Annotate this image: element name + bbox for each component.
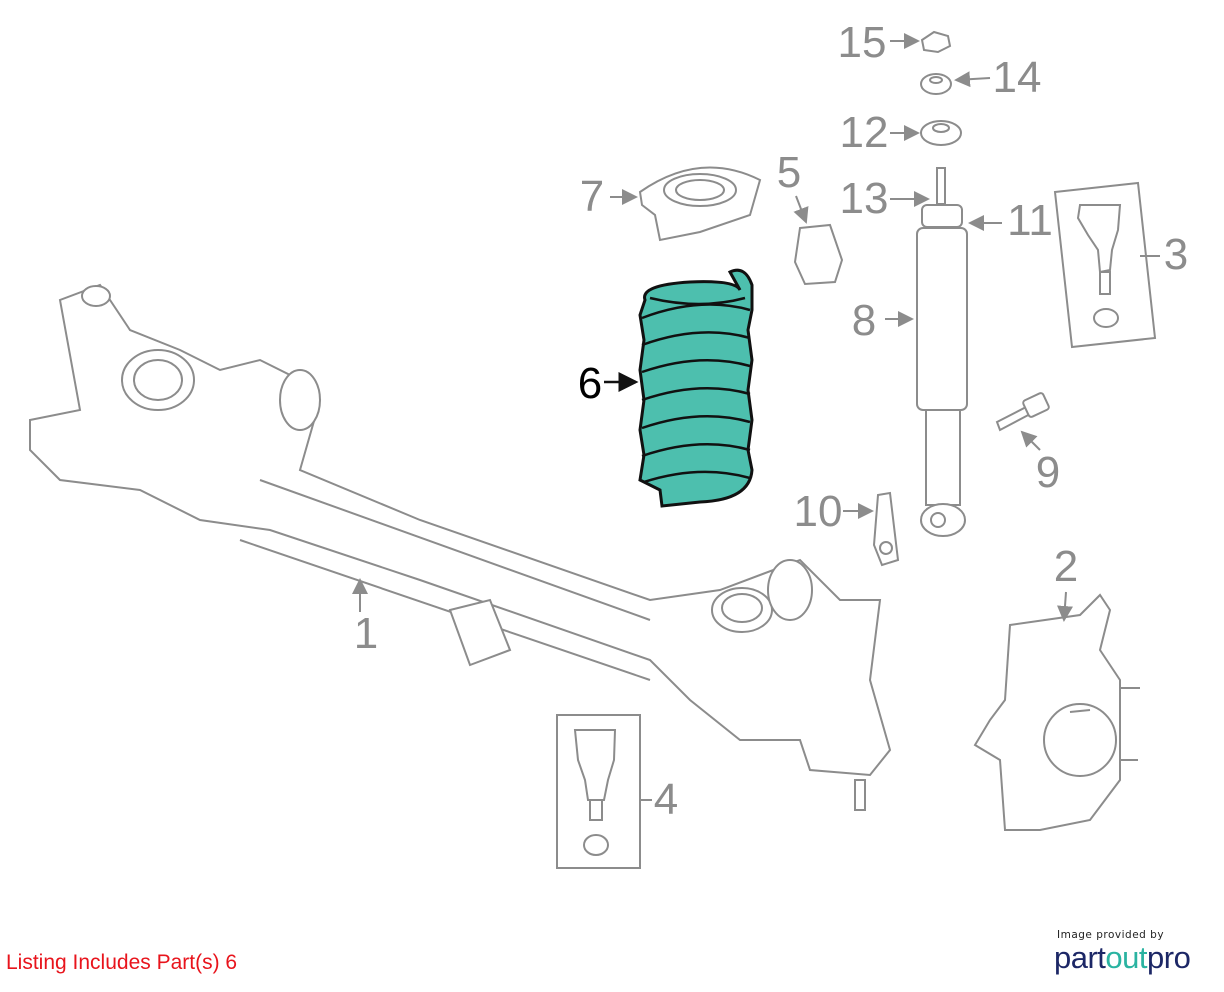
washer-part-14[interactable] [920, 71, 991, 95]
callout-7[interactable]: 7 [579, 172, 605, 221]
logo-tagline: Image provided by [1057, 929, 1165, 941]
callout-12[interactable]: 12 [839, 108, 889, 157]
callout-13[interactable]: 13 [839, 174, 889, 223]
callout-2[interactable]: 2 [1053, 542, 1079, 591]
spring-seat-part-7[interactable] [610, 166, 762, 242]
steering-knuckle-part-2[interactable] [973, 591, 1140, 831]
callout-14[interactable]: 14 [992, 53, 1042, 102]
logo-out: out [1105, 940, 1148, 975]
callout-9[interactable]: 9 [1035, 448, 1061, 497]
nut-part-15[interactable] [890, 30, 952, 54]
callout-11[interactable]: 11 [1007, 196, 1053, 245]
logo-pro: pro [1147, 940, 1191, 975]
shock-absorber-part-8[interactable] [885, 167, 1002, 537]
callout-1[interactable]: 1 [353, 609, 379, 658]
logo-part: part [1054, 940, 1106, 975]
callout-8[interactable]: 8 [851, 296, 877, 345]
insulator-part-12[interactable] [890, 120, 962, 146]
bolt-part-9[interactable] [995, 392, 1050, 451]
callout-6[interactable]: 6 [577, 359, 603, 408]
callout-5[interactable]: 5 [776, 148, 802, 197]
jounce-bumper-part-5[interactable] [793, 195, 844, 286]
partoutpro-logo: Image provided by partoutpro [1054, 929, 1204, 973]
bracket-part-10[interactable] [843, 491, 900, 567]
callout-10[interactable]: 10 [793, 487, 843, 536]
coil-spring-part-6[interactable] [604, 268, 754, 508]
listing-caption: Listing Includes Part(s) 6 [6, 951, 238, 974]
callout-4[interactable]: 4 [653, 775, 679, 824]
callout-15[interactable]: 15 [837, 18, 887, 67]
front-axle-part-1[interactable] [29, 283, 892, 811]
ball-joint-kit-part-4[interactable] [556, 714, 652, 869]
callout-3[interactable]: 3 [1163, 230, 1189, 279]
ball-joint-kit-part-3[interactable] [1053, 181, 1160, 349]
